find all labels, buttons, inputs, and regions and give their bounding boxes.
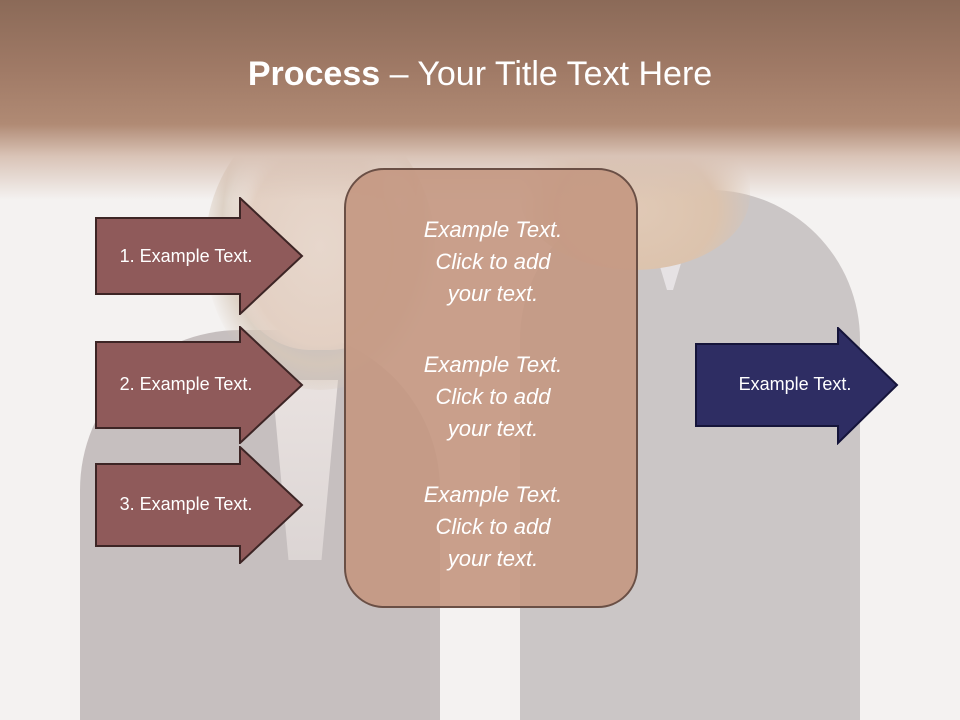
panel-line: Click to add — [435, 514, 551, 539]
title-bold: Process — [247, 55, 381, 93]
header-band — [0, 0, 960, 200]
title-rest: – Your Title Text Here — [380, 55, 713, 93]
left-arrow-label: 1. Example Text. — [119, 246, 253, 266]
left-arrow-label: 3. Example Text. — [119, 494, 253, 514]
panel-text-block-1[interactable]: Example Text. Click to add your text. — [346, 214, 640, 310]
panel-text-block-3[interactable]: Example Text. Click to add your text. — [346, 479, 640, 575]
left-arrow-label: 2. Example Text. — [119, 374, 253, 394]
panel-line: Example Text. — [423, 482, 563, 507]
panel-line: your text. — [447, 416, 539, 441]
right-arrow[interactable]: Example Text. — [695, 327, 900, 445]
arrow-shape-icon — [95, 326, 304, 444]
slide-title[interactable]: Process – Your Title Text Here — [0, 52, 960, 96]
right-arrow-label: Example Text. — [738, 374, 852, 394]
left-arrow-2[interactable]: 2. Example Text. — [95, 326, 305, 444]
panel-text-block-2[interactable]: Example Text. Click to add your text. — [346, 349, 640, 445]
left-arrow-1[interactable]: 1. Example Text. — [95, 197, 305, 315]
panel-line: Click to add — [435, 249, 551, 274]
panel-line: your text. — [447, 546, 539, 571]
panel-line: Click to add — [435, 384, 551, 409]
left-arrow-3[interactable]: 3. Example Text. — [95, 446, 305, 564]
arrow-shape-icon — [95, 197, 304, 315]
arrow-shape-icon — [95, 446, 304, 564]
panel-line: Example Text. — [423, 217, 563, 242]
panel-line: your text. — [447, 281, 539, 306]
center-text-panel[interactable]: Example Text. Click to add your text. Ex… — [344, 168, 638, 608]
arrow-shape-icon — [695, 327, 899, 445]
panel-line: Example Text. — [423, 352, 563, 377]
